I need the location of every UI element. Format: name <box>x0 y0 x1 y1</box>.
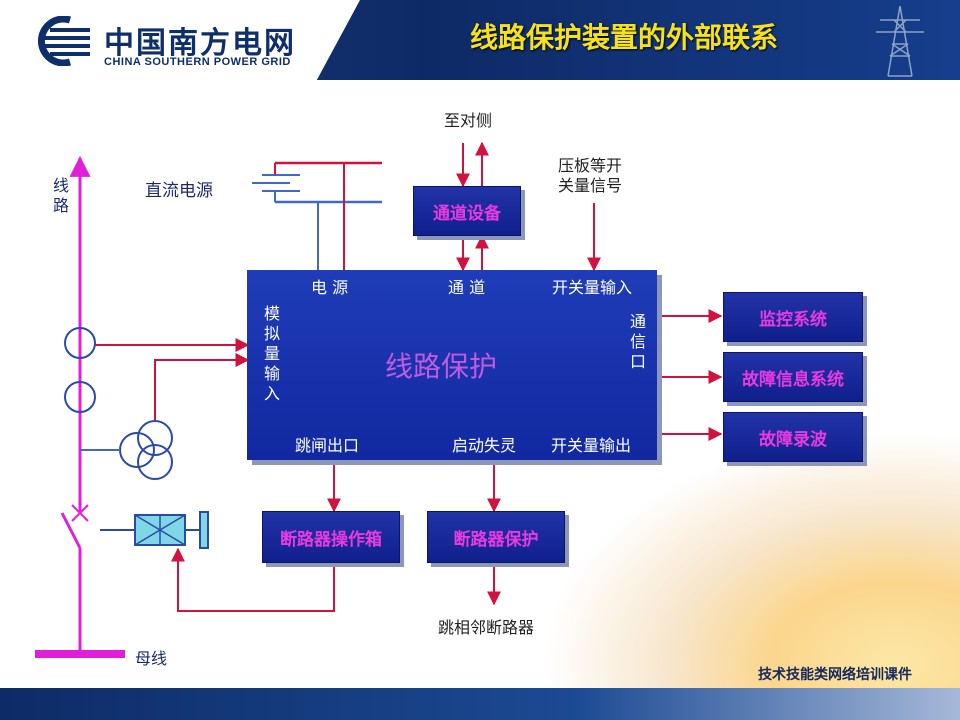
analog-input-label: 模拟量输入 <box>263 304 280 403</box>
line-protection-title: 线路保护 <box>385 350 498 383</box>
plate-signal-label-line2: 关量信号 <box>558 176 623 195</box>
dc-power-label: 直流电源 <box>145 181 213 201</box>
channel-device-box: 通道设备 <box>413 186 521 236</box>
slide-title: 线路保护装置的外部联系 <box>470 21 779 54</box>
current-transformer-icon <box>64 327 96 413</box>
logo-panel: 中国南方电网 CHINA SOUTHERN POWER GRID <box>0 0 360 80</box>
busbar <box>35 650 125 658</box>
power-port-label: 电 源 <box>311 278 349 297</box>
monitor-system-box: 监控系统 <box>723 292 863 342</box>
plate-signal-label-line1: 压板等开 <box>558 156 623 175</box>
to-opposite-label: 至对侧 <box>444 111 493 130</box>
line-protection-box: 电 源 通 道 开关量输入 模拟量输入 通信口 跳闸出口 启动失灵 开关量输出 <box>247 270 657 460</box>
transmission-tower-icon <box>876 5 924 77</box>
csg-logo-icon <box>37 16 90 66</box>
breaker-op-box: 断路器操作箱 <box>262 511 400 563</box>
comm-port-label: 通信口 <box>629 312 646 371</box>
breaker-protection-box: 断路器保护 <box>427 511 565 563</box>
dc-power-source-icon <box>252 174 300 192</box>
switch-input-label: 开关量输入 <box>552 278 633 297</box>
busbar-label: 母线 <box>135 649 168 668</box>
fault-recorder-box: 故障录波 <box>723 412 863 462</box>
trip-output-label: 跳闸出口 <box>295 436 360 455</box>
switch-output-label: 开关量输出 <box>551 436 632 455</box>
background-glow <box>540 430 960 690</box>
footer-bar <box>0 688 960 720</box>
line-conductor <box>60 155 91 655</box>
breaker-mechanism-icon <box>100 511 209 549</box>
trip-adjacent-label: 跳相邻断路器 <box>438 618 535 637</box>
header-bar: 中国南方电网 CHINA SOUTHERN POWER GRID 线路保护装置的… <box>0 0 960 80</box>
startup-fail-label: 启动失灵 <box>452 436 517 455</box>
logo-english-name: CHINA SOUTHERN POWER GRID <box>104 56 291 68</box>
voltage-transformer-icon <box>119 420 173 480</box>
footer-caption: 技术技能类网络培训课件 <box>758 667 912 683</box>
logo-chinese-name: 中国南方电网 <box>104 26 296 61</box>
line-label: 线路 <box>52 176 69 215</box>
channel-port-label: 通 道 <box>448 278 486 297</box>
fault-info-system-box: 故障信息系统 <box>723 352 863 402</box>
